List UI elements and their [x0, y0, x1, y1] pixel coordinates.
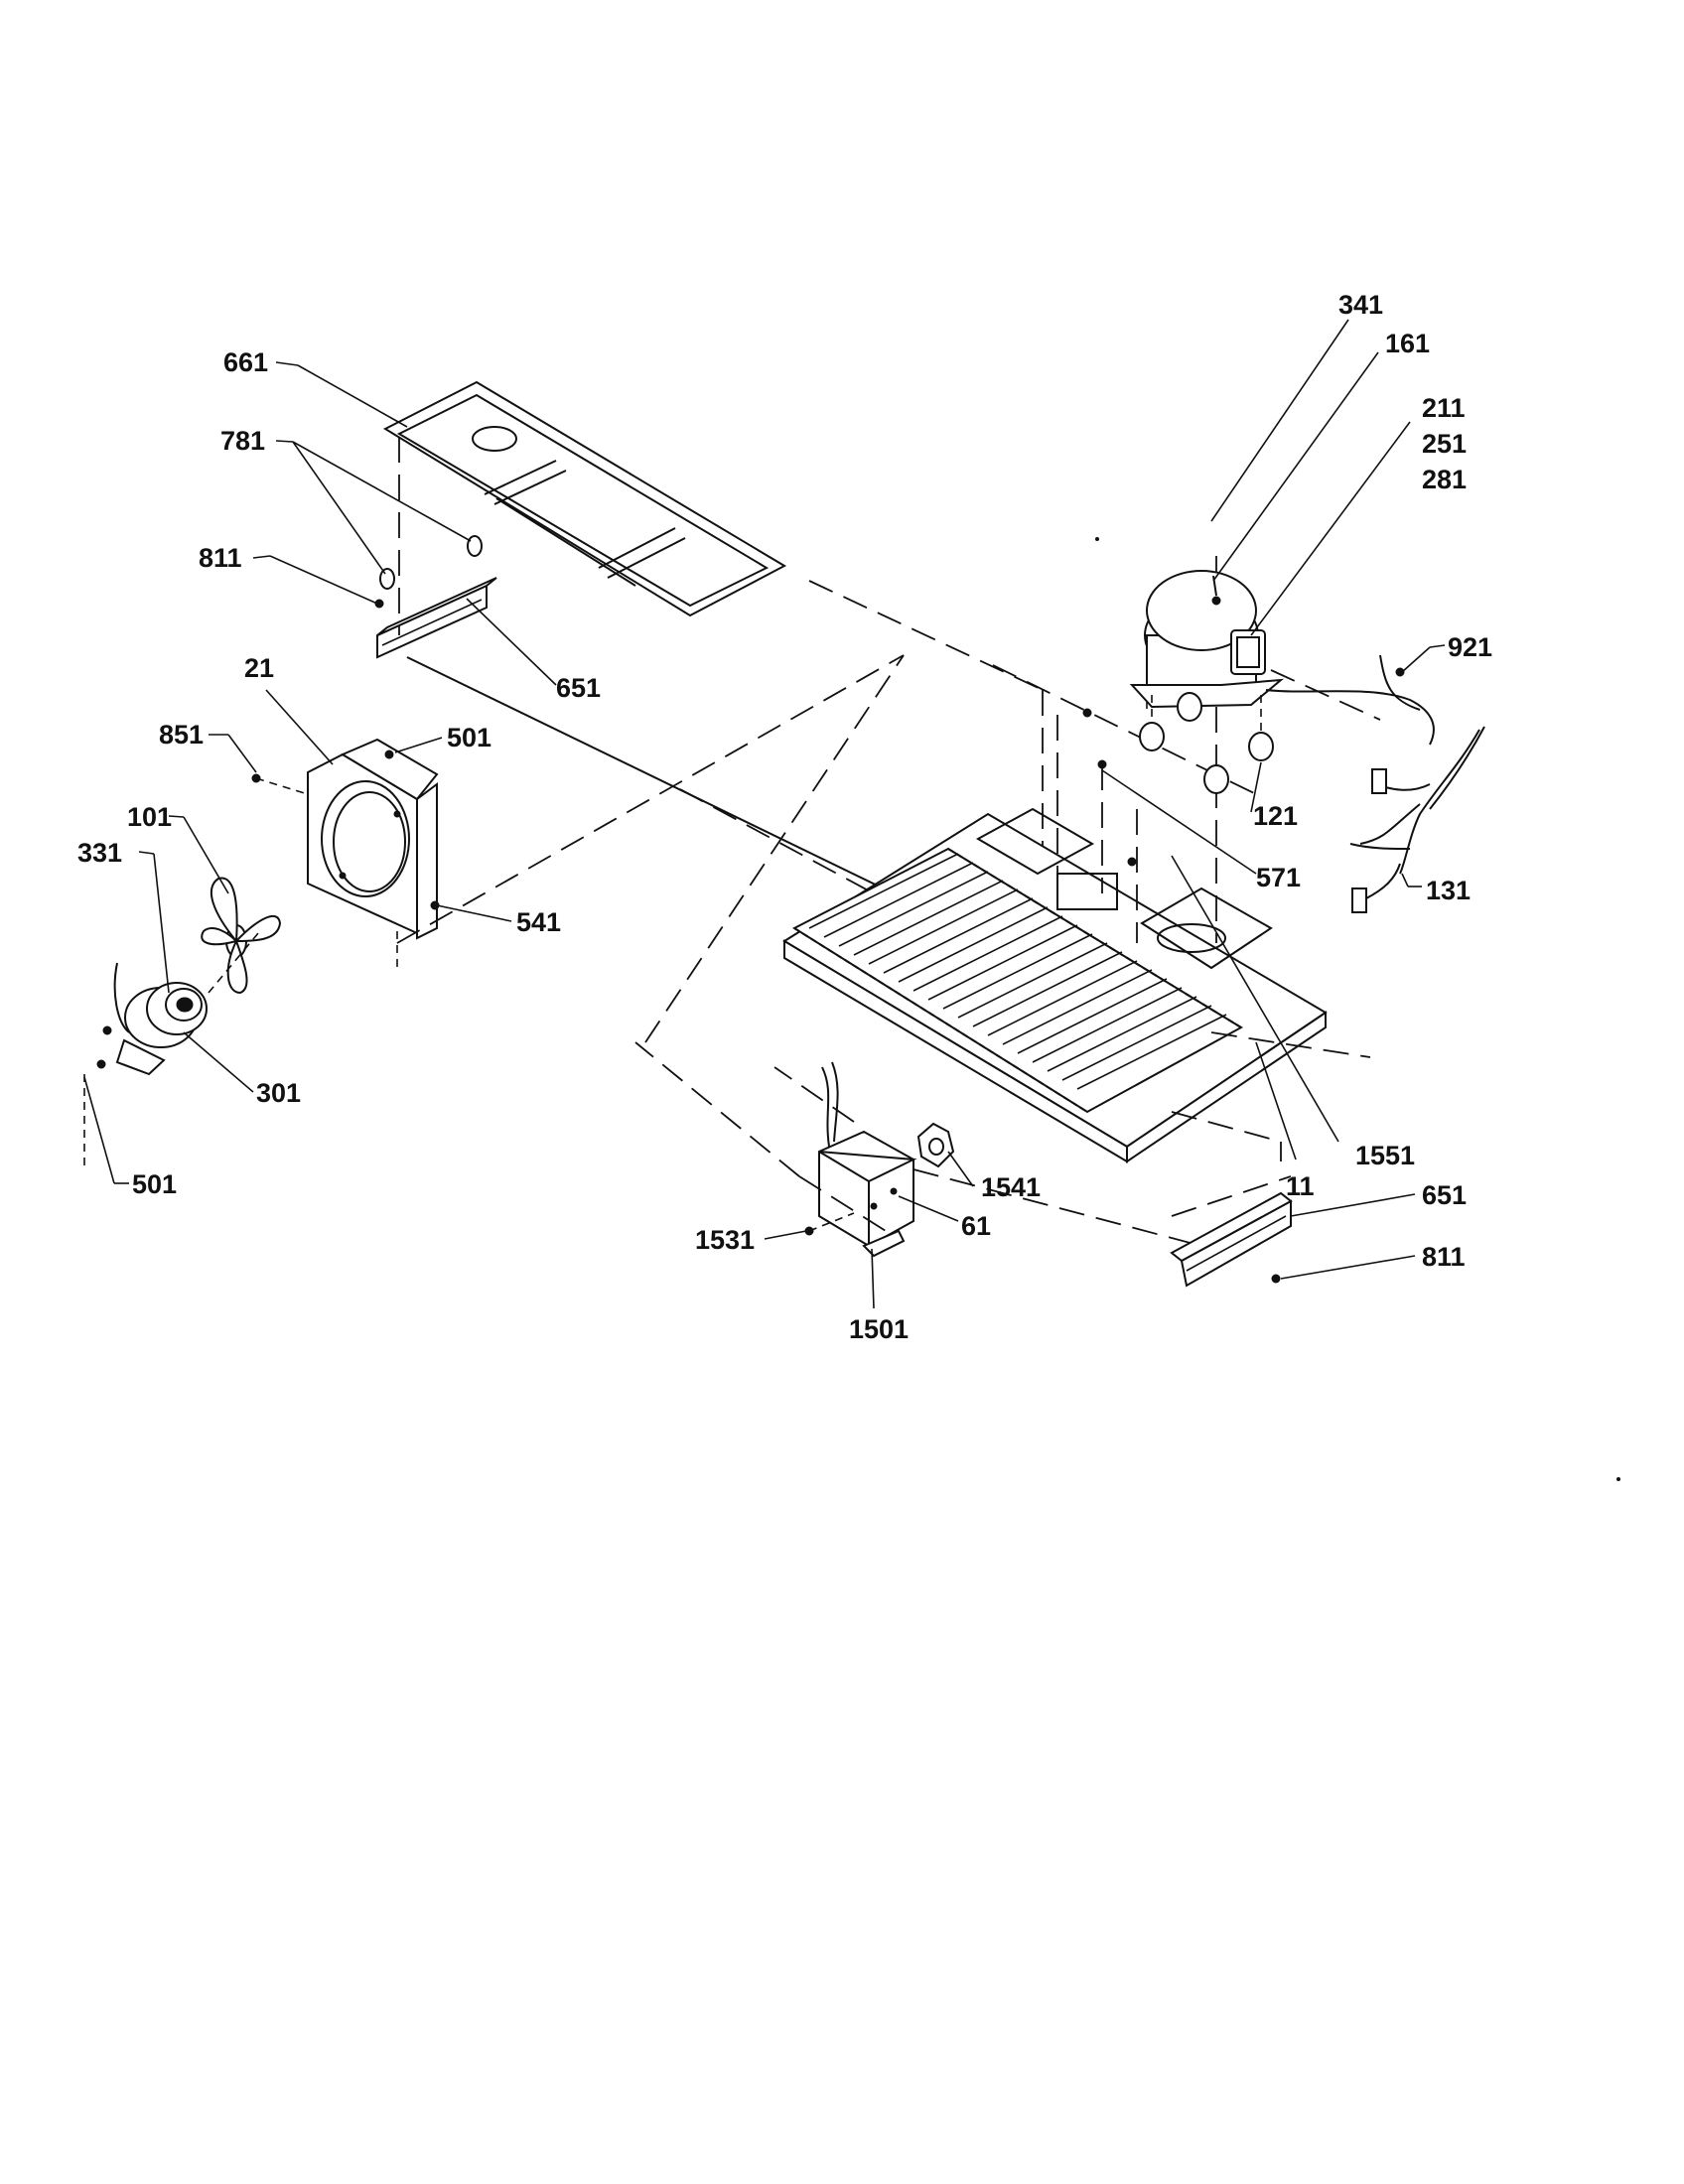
leader-lines — [83, 319, 1446, 1309]
relay-1541 — [916, 1122, 955, 1168]
label-851: 851 — [159, 720, 204, 750]
label-251: 251 — [1422, 429, 1467, 459]
part-labels: 661 781 811 651 21 851 501 101 331 541 3… — [77, 290, 1492, 1344]
label-1541: 1541 — [981, 1172, 1041, 1202]
fan-blade-101 — [201, 877, 282, 995]
bracket-651-bottom — [1170, 1191, 1293, 1288]
bracket-651-top — [376, 577, 497, 659]
label-921: 921 — [1448, 632, 1492, 662]
label-571: 571 — [1256, 863, 1301, 892]
label-21: 21 — [244, 653, 274, 683]
label-11: 11 — [1286, 1171, 1315, 1201]
label-541: 541 — [516, 907, 561, 937]
label-161: 161 — [1385, 329, 1430, 358]
fan-motor-331 — [96, 962, 208, 1076]
label-811-top: 811 — [199, 543, 242, 573]
label-661: 661 — [223, 347, 268, 377]
screw-501-top — [384, 750, 394, 759]
label-501-top: 501 — [447, 723, 491, 752]
label-131: 131 — [1426, 876, 1471, 905]
scan-speck — [1616, 1477, 1620, 1481]
relay-box-1501 — [818, 1061, 917, 1258]
wire-harness-131 — [1265, 654, 1485, 913]
label-331: 331 — [77, 838, 122, 868]
compressor-341 — [1129, 570, 1285, 709]
overload-relay-211 — [1230, 629, 1266, 675]
label-651-bottom: 651 — [1422, 1180, 1467, 1210]
label-281: 281 — [1422, 465, 1467, 494]
condenser-coil — [791, 847, 1243, 1114]
label-1551: 1551 — [1355, 1141, 1415, 1170]
scan-speck — [1095, 537, 1099, 541]
fan-shroud-21 — [307, 738, 439, 940]
label-1501: 1501 — [849, 1314, 909, 1344]
label-101: 101 — [127, 802, 172, 832]
drain-pan-661 — [382, 380, 787, 617]
label-211: 211 — [1422, 393, 1466, 423]
label-501-bottom: 501 — [132, 1169, 177, 1199]
label-811-bottom: 811 — [1422, 1242, 1466, 1272]
clip-781 — [379, 535, 483, 590]
screw-811-top — [374, 599, 384, 609]
label-121: 121 — [1253, 801, 1298, 831]
label-301: 301 — [256, 1078, 301, 1108]
screw-811-bottom — [1271, 1274, 1281, 1284]
screw-921 — [1395, 667, 1405, 677]
label-651-top: 651 — [556, 673, 601, 703]
grommets-121 — [1139, 692, 1274, 794]
label-1531: 1531 — [695, 1225, 755, 1255]
label-61: 61 — [961, 1211, 991, 1241]
label-341: 341 — [1338, 290, 1383, 320]
label-781: 781 — [220, 426, 265, 456]
